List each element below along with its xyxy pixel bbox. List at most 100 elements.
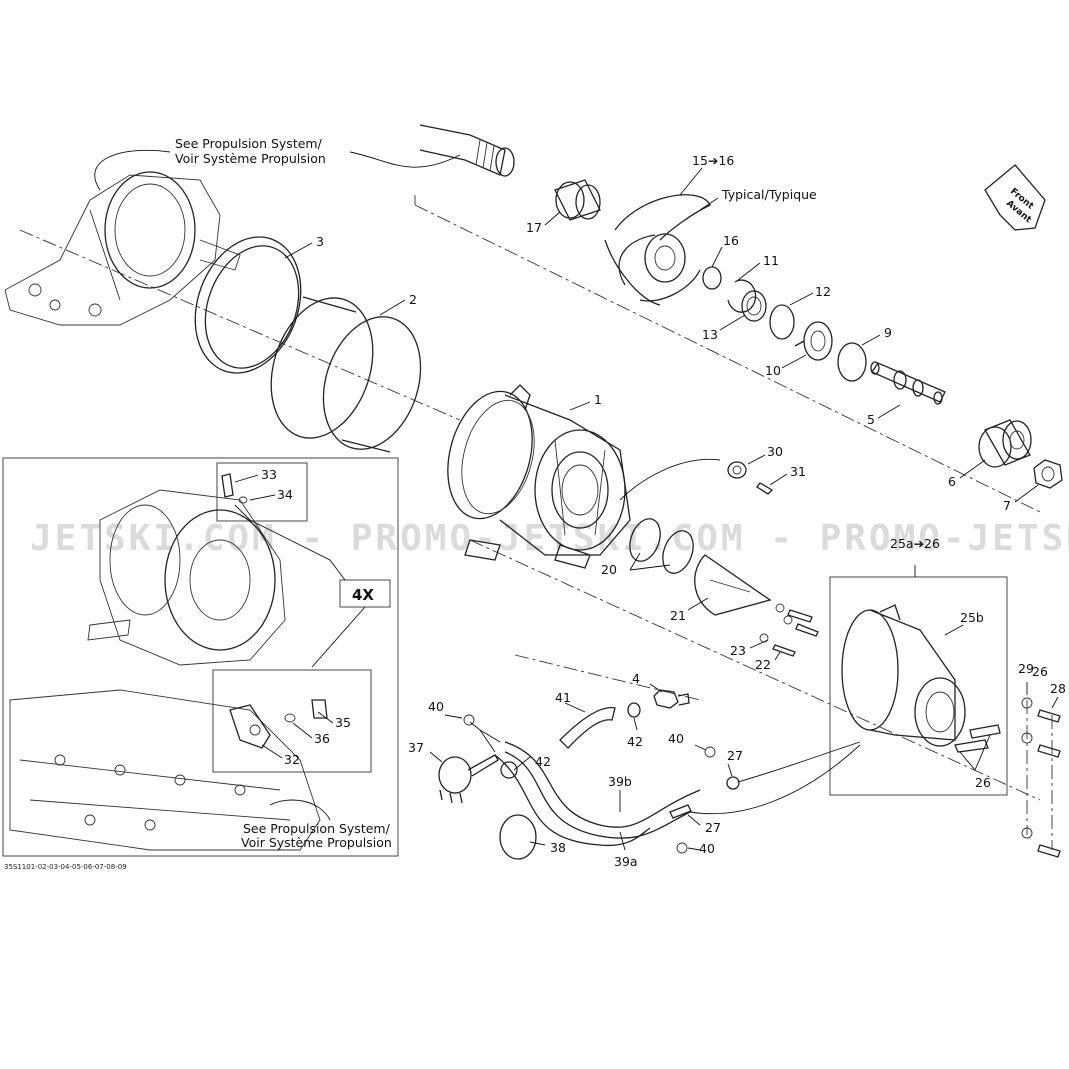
part-41-hose	[559, 707, 616, 749]
part-7-nut	[1033, 459, 1063, 489]
part-3-ring	[194, 236, 302, 374]
callout: 39b	[608, 774, 632, 789]
part-1-pump-housing	[447, 384, 631, 569]
part-33-screw	[221, 473, 234, 498]
part-2-wear-ring	[270, 296, 422, 453]
callout: 6	[948, 474, 956, 489]
callout: 30	[767, 444, 783, 459]
callout: 9	[884, 325, 892, 340]
callout: 28	[1050, 681, 1066, 696]
note-see-propulsion-top-2: Voir Système Propulsion	[175, 151, 326, 166]
callout: 29	[1018, 661, 1034, 676]
callout: 17	[526, 220, 542, 235]
centerline-lower	[469, 539, 1041, 801]
part-20-oring-b	[662, 530, 694, 574]
part-39-hoses	[494, 741, 701, 847]
callout: 5	[867, 412, 875, 427]
callout: 42	[535, 754, 551, 769]
part-34-washer	[238, 496, 248, 504]
label-25a-26: 25a➔26	[890, 536, 940, 551]
callout: 39a	[614, 854, 638, 869]
part-23-washers	[759, 603, 793, 643]
callout: 27	[705, 820, 721, 835]
callout: 37	[408, 740, 424, 755]
callout: 31	[790, 464, 806, 479]
inset-box-33-34	[216, 462, 308, 522]
front-arrow-icon: Front Avant	[984, 164, 1046, 231]
callout: 33	[261, 467, 277, 482]
part-11-clip	[727, 279, 757, 313]
inset-pump-housing	[87, 489, 286, 666]
label-15-16: 15➔16	[692, 153, 734, 168]
note-see-propulsion-bottom-1: See Propulsion System/	[243, 821, 391, 836]
part-9-oring	[837, 342, 867, 382]
watermark: JETSKI.COM - PROMO-JETSKI.COM - PROMO-JE…	[30, 518, 1069, 559]
callout: 38	[550, 840, 566, 855]
part-21-cone	[694, 554, 772, 616]
part-6-bearing	[978, 419, 1032, 468]
callout: 35	[335, 715, 351, 730]
callout: 21	[670, 608, 686, 623]
callout: 3	[316, 234, 324, 249]
part-25b-venturi	[841, 604, 966, 747]
callout: 41	[555, 690, 571, 705]
part-4-fitting	[653, 689, 690, 709]
callout: 32	[284, 752, 300, 767]
callout: 42	[627, 734, 643, 749]
callout: 10	[765, 363, 781, 378]
hull-adaptor	[4, 171, 241, 326]
part-22-screws	[772, 609, 819, 657]
callout: 26	[1032, 664, 1048, 679]
part-27-fittings	[669, 776, 740, 819]
callout: 11	[763, 253, 779, 268]
figure-code: 35S1101-02-03-04-05-06-07-08-09	[4, 863, 127, 871]
part-28-screws	[1037, 709, 1061, 858]
part-20-oring-a	[629, 518, 661, 562]
venturi-group-box	[829, 576, 1008, 796]
inset-box	[2, 457, 399, 857]
callout: 36	[314, 731, 330, 746]
callout: 13	[702, 327, 718, 342]
leader-lines	[94, 149, 1059, 851]
callout: 1	[594, 392, 602, 407]
part-12-oring	[769, 304, 795, 340]
centerline-left	[19, 229, 461, 421]
impeller	[604, 194, 711, 306]
centerline-main	[414, 204, 1041, 513]
part-35-screw	[311, 699, 328, 719]
callout: 16	[723, 233, 739, 248]
inset-hull	[9, 689, 321, 851]
callout: 25b	[960, 610, 984, 625]
part-36-washer	[284, 713, 296, 723]
part-10-bearing	[794, 321, 833, 361]
callout: 40	[428, 699, 444, 714]
part-42-clamps	[500, 702, 641, 779]
part-13-washer	[741, 290, 767, 322]
callout: 2	[409, 292, 417, 307]
callout: 26	[975, 775, 991, 790]
part-31-screw	[756, 482, 774, 495]
inset-box-32-36	[212, 669, 372, 773]
callout: 22	[755, 657, 771, 672]
label-multiplier: 4X	[352, 586, 374, 604]
note-see-propulsion-top-1: See Propulsion System/	[175, 136, 323, 151]
callout: 4	[632, 671, 640, 686]
drive-shaft-end	[419, 124, 515, 177]
part-17-sleeve	[554, 179, 601, 221]
part-5-shaft	[870, 361, 946, 405]
callout: 40	[699, 841, 715, 856]
part-30-nut	[727, 461, 747, 479]
callout: 12	[815, 284, 831, 299]
part-32-clamp	[229, 704, 271, 749]
callout: 7	[1003, 498, 1011, 513]
part-37-manifold	[438, 754, 499, 804]
part-26-pins	[954, 724, 1001, 753]
callout: 40	[668, 731, 684, 746]
callout: 23	[730, 643, 746, 658]
callout-labels: 1 2 3 4 5 6 7 9 10 11 12 13 16 17 20 21 …	[261, 220, 1066, 869]
note-see-propulsion-bottom-2: Voir Système Propulsion	[241, 835, 392, 850]
part-40-clips	[463, 714, 716, 854]
note-typical: Typical/Typique	[721, 187, 817, 202]
